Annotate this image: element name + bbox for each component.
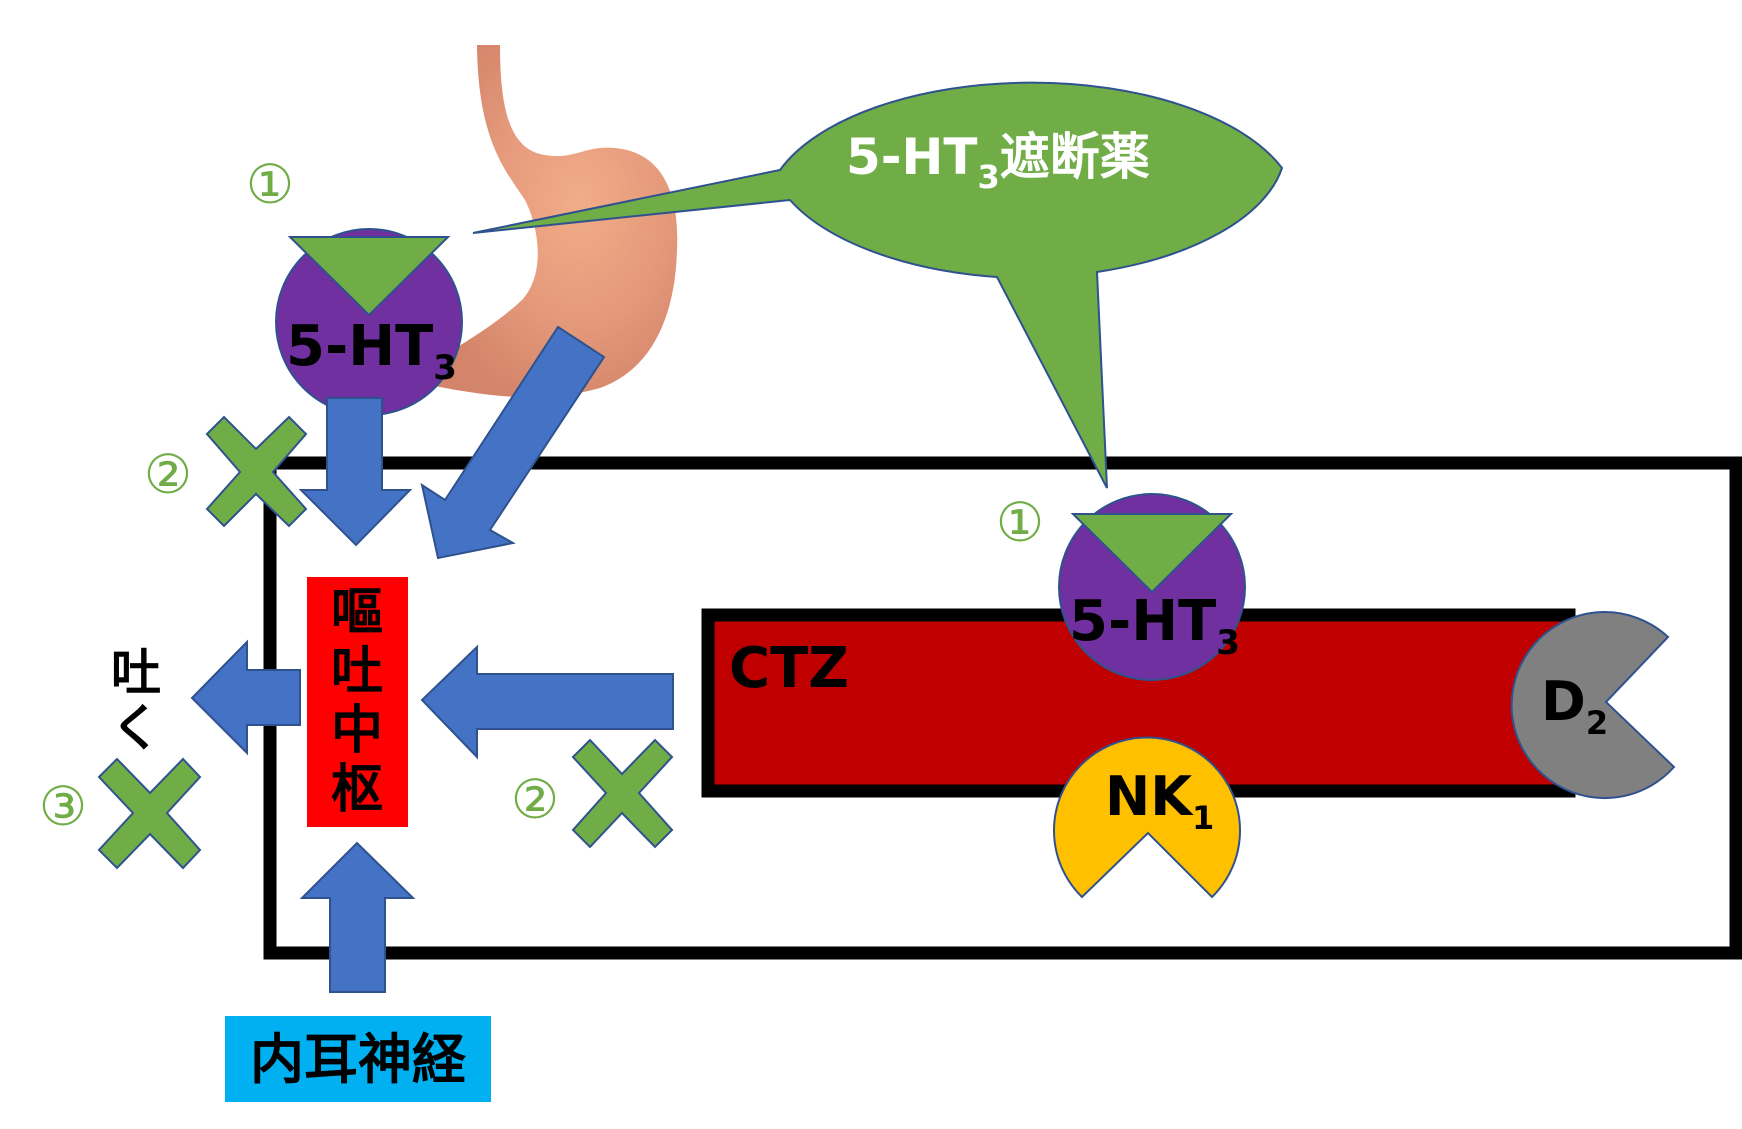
receptor-d2: D2	[1510, 611, 1676, 800]
marker-1-stomach: ①	[246, 153, 294, 216]
arrow-inner-ear-to-center	[299, 841, 416, 993]
nk1-shape	[1053, 736, 1241, 899]
antagonist-callout: 5-HT3遮断薬	[472, 81, 1284, 489]
vomiting-center-box	[307, 577, 408, 827]
block-x-mark-top	[205, 415, 308, 528]
arrow-receptor-to-center	[298, 397, 413, 547]
marker-2-top: ②	[144, 443, 192, 506]
ctz-label: CTZ	[729, 636, 849, 701]
vomiting-center-char-1: 嘔	[331, 583, 383, 643]
receptor-nk1: NK1	[1053, 736, 1241, 899]
nk1-label: NK1	[1105, 765, 1214, 837]
block-x-mark-vomit	[97, 757, 202, 870]
vomiting-center: 嘔 吐 中 枢	[307, 577, 408, 827]
marker-3-vomit: ③	[39, 775, 87, 838]
inner-ear-label: 内耳神経	[250, 1028, 467, 1091]
d2-shape	[1510, 611, 1676, 800]
d2-label: D2	[1541, 670, 1608, 742]
arrow-center-to-vomit	[190, 639, 301, 756]
vomiting-center-char-4: 枢	[331, 760, 383, 820]
callout-balloon	[472, 81, 1284, 489]
inner-ear-nerve: 内耳神経	[225, 1016, 491, 1102]
vomit-char-1: 吐	[111, 644, 161, 702]
receptor-label: 5-HT3	[286, 314, 457, 388]
block-x-mark-ctz	[571, 738, 674, 849]
vomiting-center-char-2: 吐	[331, 642, 383, 702]
marker-1-ctz: ①	[996, 491, 1044, 554]
vomiting-center-char-3: 中	[331, 701, 383, 761]
receptor-5ht3-ctz: 5-HT3	[1058, 493, 1246, 681]
receptor-label: 5-HT3	[1069, 589, 1240, 663]
inner-ear-box	[225, 1016, 491, 1102]
callout-text: 5-HT3遮断薬	[846, 128, 1150, 196]
marker-2-ctz: ②	[511, 768, 559, 831]
arrow-ctz-to-center	[420, 644, 674, 760]
arrow-stomach-to-center	[420, 325, 606, 560]
vomit-char-2: く	[111, 699, 161, 757]
receptor-5ht3-stomach: 5-HT3	[275, 228, 463, 416]
antagonist-triangle	[287, 236, 451, 317]
antagonist-triangle	[1070, 513, 1234, 594]
